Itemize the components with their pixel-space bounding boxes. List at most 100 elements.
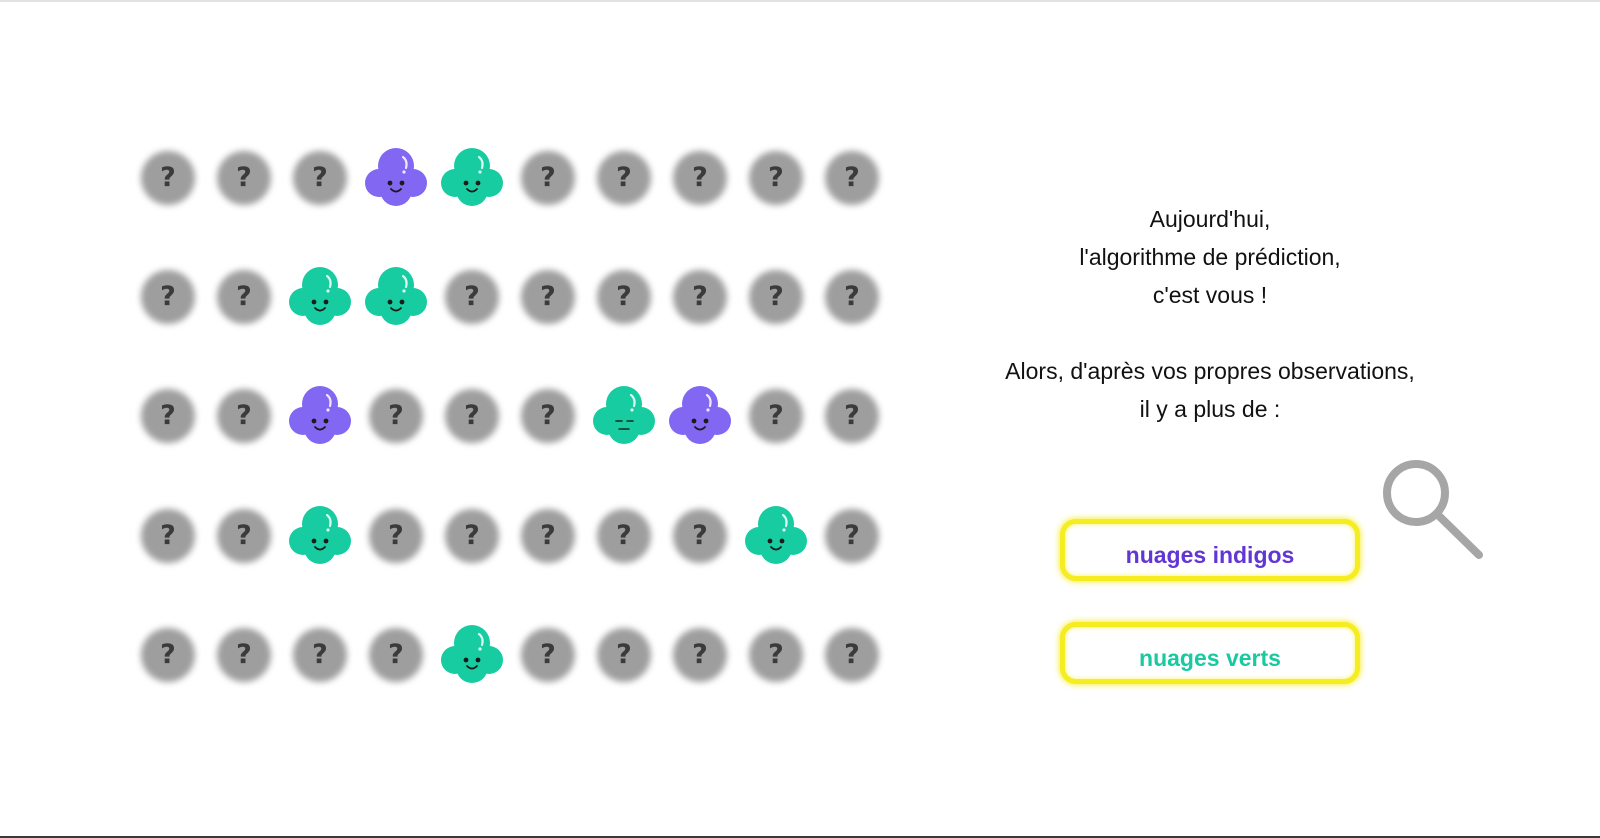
- mystery-spot: ?: [135, 622, 201, 688]
- green-cloud-icon: [439, 145, 505, 211]
- mystery-blur: [825, 628, 879, 682]
- question-mark-icon: ?: [540, 281, 556, 312]
- mystery-spot: ?: [743, 145, 809, 211]
- mystery-blur: [521, 509, 575, 563]
- mystery-blur: [445, 509, 499, 563]
- green-cloud-icon: [743, 503, 809, 569]
- green-clouds-button[interactable]: nuages verts: [1060, 622, 1360, 684]
- mystery-blur: [825, 509, 879, 563]
- magnifier-icon: [1383, 460, 1483, 559]
- cloud-grid: ????????????????????????????????????????: [135, 145, 885, 688]
- mystery-spot: ?: [667, 622, 733, 688]
- mystery-blur: [597, 151, 651, 205]
- mystery-blur: [217, 628, 271, 682]
- question-mark-icon: ?: [160, 520, 176, 551]
- mystery-blur: [825, 151, 879, 205]
- question-mark-icon: ?: [464, 281, 480, 312]
- question-mark-icon: ?: [616, 281, 632, 312]
- question-mark-icon: ?: [616, 162, 632, 193]
- mystery-blur: [217, 270, 271, 324]
- mystery-blur: [673, 151, 727, 205]
- mystery-spot: ?: [363, 503, 429, 569]
- question-mark-icon: ?: [236, 281, 252, 312]
- mystery-blur: [521, 628, 575, 682]
- mystery-spot: ?: [439, 503, 505, 569]
- question-mark-icon: ?: [160, 162, 176, 193]
- mystery-spot: ?: [287, 622, 353, 688]
- question-mark-icon: ?: [692, 162, 708, 193]
- mystery-blur: [369, 389, 423, 443]
- mystery-blur: [825, 389, 879, 443]
- mystery-spot: ?: [135, 503, 201, 569]
- message-line-5: il y a plus de :: [1139, 396, 1281, 422]
- mystery-spot: ?: [743, 264, 809, 330]
- question-mark-icon: ?: [844, 639, 860, 670]
- bottom-border: [0, 836, 1600, 838]
- mystery-blur: [141, 509, 195, 563]
- question-mark-icon: ?: [616, 520, 632, 551]
- mystery-spot: ?: [363, 383, 429, 449]
- mystery-blur: [293, 151, 347, 205]
- mystery-blur: [597, 270, 651, 324]
- question-mark-icon: ?: [236, 520, 252, 551]
- mystery-blur: [749, 151, 803, 205]
- mystery-spot: ?: [667, 145, 733, 211]
- mystery-blur: [141, 151, 195, 205]
- mystery-blur: [445, 389, 499, 443]
- question-mark-icon: ?: [236, 400, 252, 431]
- mystery-spot: ?: [667, 264, 733, 330]
- question-mark-icon: ?: [768, 400, 784, 431]
- question-mark-icon: ?: [692, 281, 708, 312]
- message-line-2: l'algorithme de prédiction,: [1079, 244, 1341, 270]
- question-mark-icon: ?: [464, 400, 480, 431]
- mystery-blur: [217, 509, 271, 563]
- indigo-cloud-icon: [363, 145, 429, 211]
- message-line-3: c'est vous !: [1152, 282, 1268, 308]
- question-mark-icon: ?: [236, 162, 252, 193]
- mystery-blur: [369, 628, 423, 682]
- mystery-blur: [217, 151, 271, 205]
- mystery-spot: ?: [591, 145, 657, 211]
- mystery-blur: [673, 628, 727, 682]
- mystery-spot: ?: [819, 503, 885, 569]
- mystery-blur: [749, 270, 803, 324]
- mystery-spot: ?: [211, 622, 277, 688]
- mystery-spot: ?: [667, 503, 733, 569]
- mystery-spot: ?: [363, 622, 429, 688]
- mystery-spot: ?: [819, 264, 885, 330]
- mystery-spot: ?: [211, 264, 277, 330]
- mystery-spot: ?: [591, 503, 657, 569]
- mystery-blur: [141, 628, 195, 682]
- indigo-cloud-icon: [667, 383, 733, 449]
- mystery-blur: [749, 628, 803, 682]
- green-cloud-icon: [287, 264, 353, 330]
- question-mark-icon: ?: [160, 400, 176, 431]
- question-mark-icon: ?: [388, 520, 404, 551]
- question-mark-icon: ?: [844, 281, 860, 312]
- question-mark-icon: ?: [540, 520, 556, 551]
- mystery-spot: ?: [515, 622, 581, 688]
- question-mark-icon: ?: [844, 520, 860, 551]
- question-mark-icon: ?: [844, 162, 860, 193]
- mystery-blur: [749, 389, 803, 443]
- mystery-spot: ?: [591, 264, 657, 330]
- question-mark-icon: ?: [768, 162, 784, 193]
- question-mark-icon: ?: [236, 639, 252, 670]
- mystery-blur: [141, 270, 195, 324]
- question-mark-icon: ?: [768, 281, 784, 312]
- mystery-spot: ?: [211, 145, 277, 211]
- indigo-clouds-button[interactable]: nuages indigos: [1060, 519, 1360, 581]
- mystery-blur: [673, 270, 727, 324]
- mystery-spot: ?: [819, 145, 885, 211]
- mystery-blur: [521, 270, 575, 324]
- green-cloud-icon: [439, 622, 505, 688]
- mystery-spot: ?: [515, 383, 581, 449]
- mystery-spot: ?: [743, 383, 809, 449]
- mystery-blur: [673, 509, 727, 563]
- question-mark-icon: ?: [464, 520, 480, 551]
- mystery-blur: [597, 628, 651, 682]
- mystery-spot: ?: [211, 383, 277, 449]
- mystery-spot: ?: [591, 622, 657, 688]
- mystery-spot: ?: [211, 503, 277, 569]
- mystery-spot: ?: [819, 383, 885, 449]
